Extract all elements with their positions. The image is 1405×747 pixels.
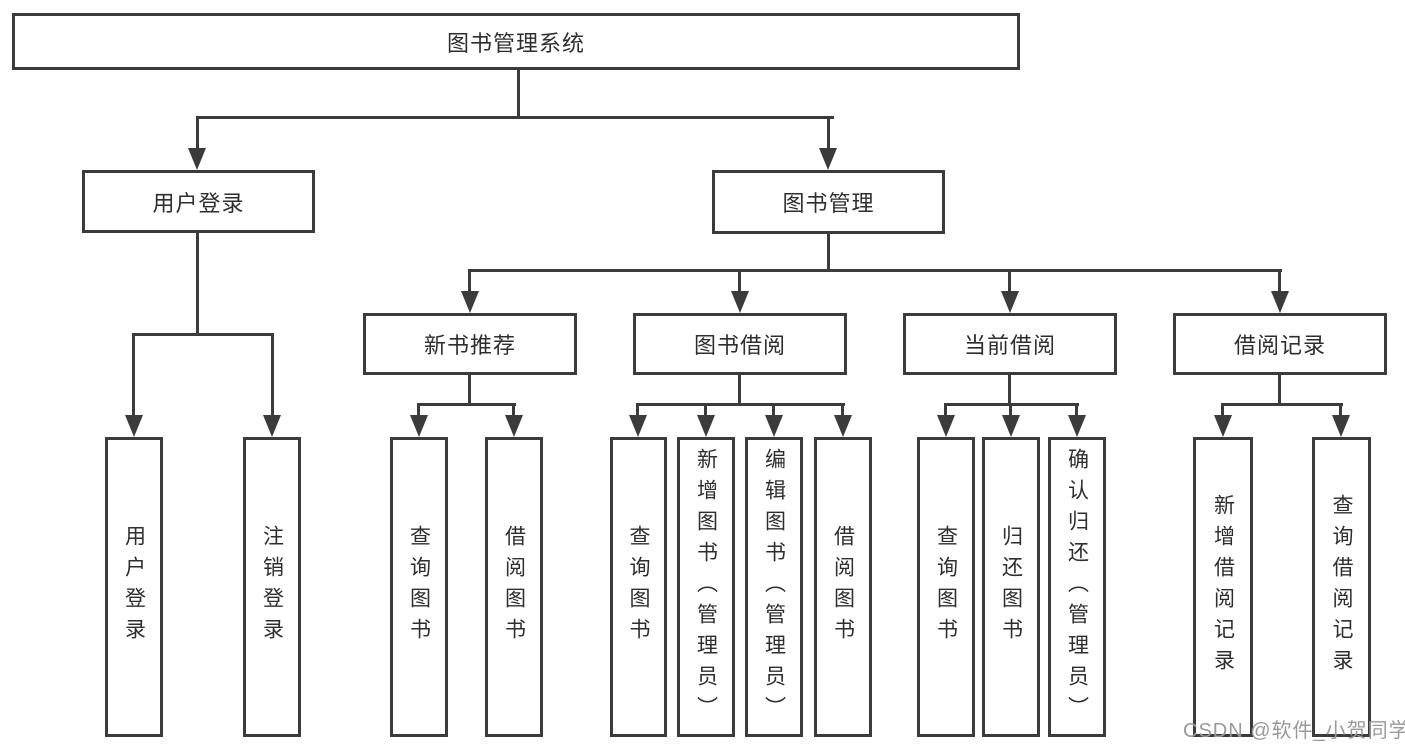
arrow-down-icon	[1002, 415, 1020, 437]
connector-line	[271, 336, 274, 417]
connector-line	[468, 272, 471, 293]
node-leaf-borrow-book: 借阅图书	[814, 437, 872, 737]
node-root: 图书管理系统	[12, 13, 1020, 70]
arrow-down-icon	[461, 291, 479, 313]
arrow-down-icon	[1001, 291, 1019, 313]
arrow-down-icon	[1214, 415, 1232, 437]
node-leaf-borrow-book-rec: 借阅图书	[485, 437, 543, 737]
connector-line	[827, 234, 830, 272]
arrow-down-icon	[1271, 291, 1289, 313]
connector-line	[1008, 375, 1011, 406]
node-leaf-query-book-current: 查询图书	[917, 437, 975, 737]
arrow-down-icon	[188, 148, 206, 170]
connector-line	[1278, 272, 1281, 293]
connector-line	[636, 406, 639, 417]
connector-line	[417, 403, 516, 406]
node-leaf-query-book-borrow: 查询图书	[610, 437, 667, 737]
connector-line	[841, 406, 844, 417]
arrow-down-icon	[263, 415, 281, 437]
connector-line	[196, 233, 199, 336]
node-borrow-record: 借阅记录	[1173, 313, 1387, 375]
connector-line	[132, 336, 135, 417]
arrow-down-icon	[937, 415, 955, 437]
node-leaf-add-borrow-record: 新增借阅记录	[1193, 437, 1253, 737]
node-leaf-edit-book: 编辑图书（管理员）	[745, 437, 803, 737]
arrow-down-icon	[125, 415, 143, 437]
arrow-down-icon	[819, 148, 837, 170]
connector-line	[468, 375, 471, 406]
connector-line	[827, 119, 830, 150]
connector-line	[1221, 403, 1343, 406]
node-leaf-confirm-return: 确认归还（管理员）	[1048, 437, 1106, 737]
connector-line	[1278, 375, 1281, 406]
arrow-down-icon	[410, 415, 428, 437]
connector-line	[772, 406, 775, 417]
connector-line	[1221, 406, 1224, 417]
arrow-down-icon	[731, 291, 749, 313]
connector-line	[1075, 406, 1078, 417]
node-current-borrow: 当前借阅	[903, 313, 1117, 375]
connector-line	[636, 403, 845, 406]
node-new-book-rec: 新书推荐	[363, 313, 577, 375]
arrow-down-icon	[1068, 415, 1086, 437]
arrow-down-icon	[765, 415, 783, 437]
connector-line	[517, 70, 520, 119]
connector-line	[468, 269, 1282, 272]
connector-line	[1009, 406, 1012, 417]
connector-line	[1339, 406, 1342, 417]
node-leaf-query-book-rec: 查询图书	[390, 437, 448, 737]
node-leaf-query-borrow-record: 查询借阅记录	[1312, 437, 1371, 737]
node-leaf-return-book: 归还图书	[982, 437, 1040, 737]
node-leaf-add-book: 新增图书（管理员）	[677, 437, 735, 737]
node-book-borrow: 图书借阅	[633, 313, 847, 375]
connector-line	[417, 406, 420, 417]
connector-line	[738, 272, 741, 293]
watermark-text: CSDN @软件_小贺同学	[1183, 720, 1405, 742]
node-book-mgmt: 图书管理	[712, 170, 945, 234]
node-leaf-logout: 注销登录	[243, 437, 301, 737]
connector-line	[196, 119, 199, 150]
connector-line	[196, 116, 834, 119]
arrow-down-icon	[834, 415, 852, 437]
arrow-down-icon	[1332, 415, 1350, 437]
connector-line	[944, 406, 947, 417]
connector-line	[944, 403, 1079, 406]
connector-line	[738, 375, 741, 406]
arrow-down-icon	[629, 415, 647, 437]
arrow-down-icon	[697, 415, 715, 437]
connector-line	[1008, 272, 1011, 293]
arrow-down-icon	[505, 415, 523, 437]
connector-line	[132, 333, 274, 336]
connector-line	[704, 406, 707, 417]
node-user-login: 用户登录	[82, 170, 315, 233]
connector-line	[512, 406, 515, 417]
node-leaf-user-login: 用户登录	[105, 437, 163, 737]
